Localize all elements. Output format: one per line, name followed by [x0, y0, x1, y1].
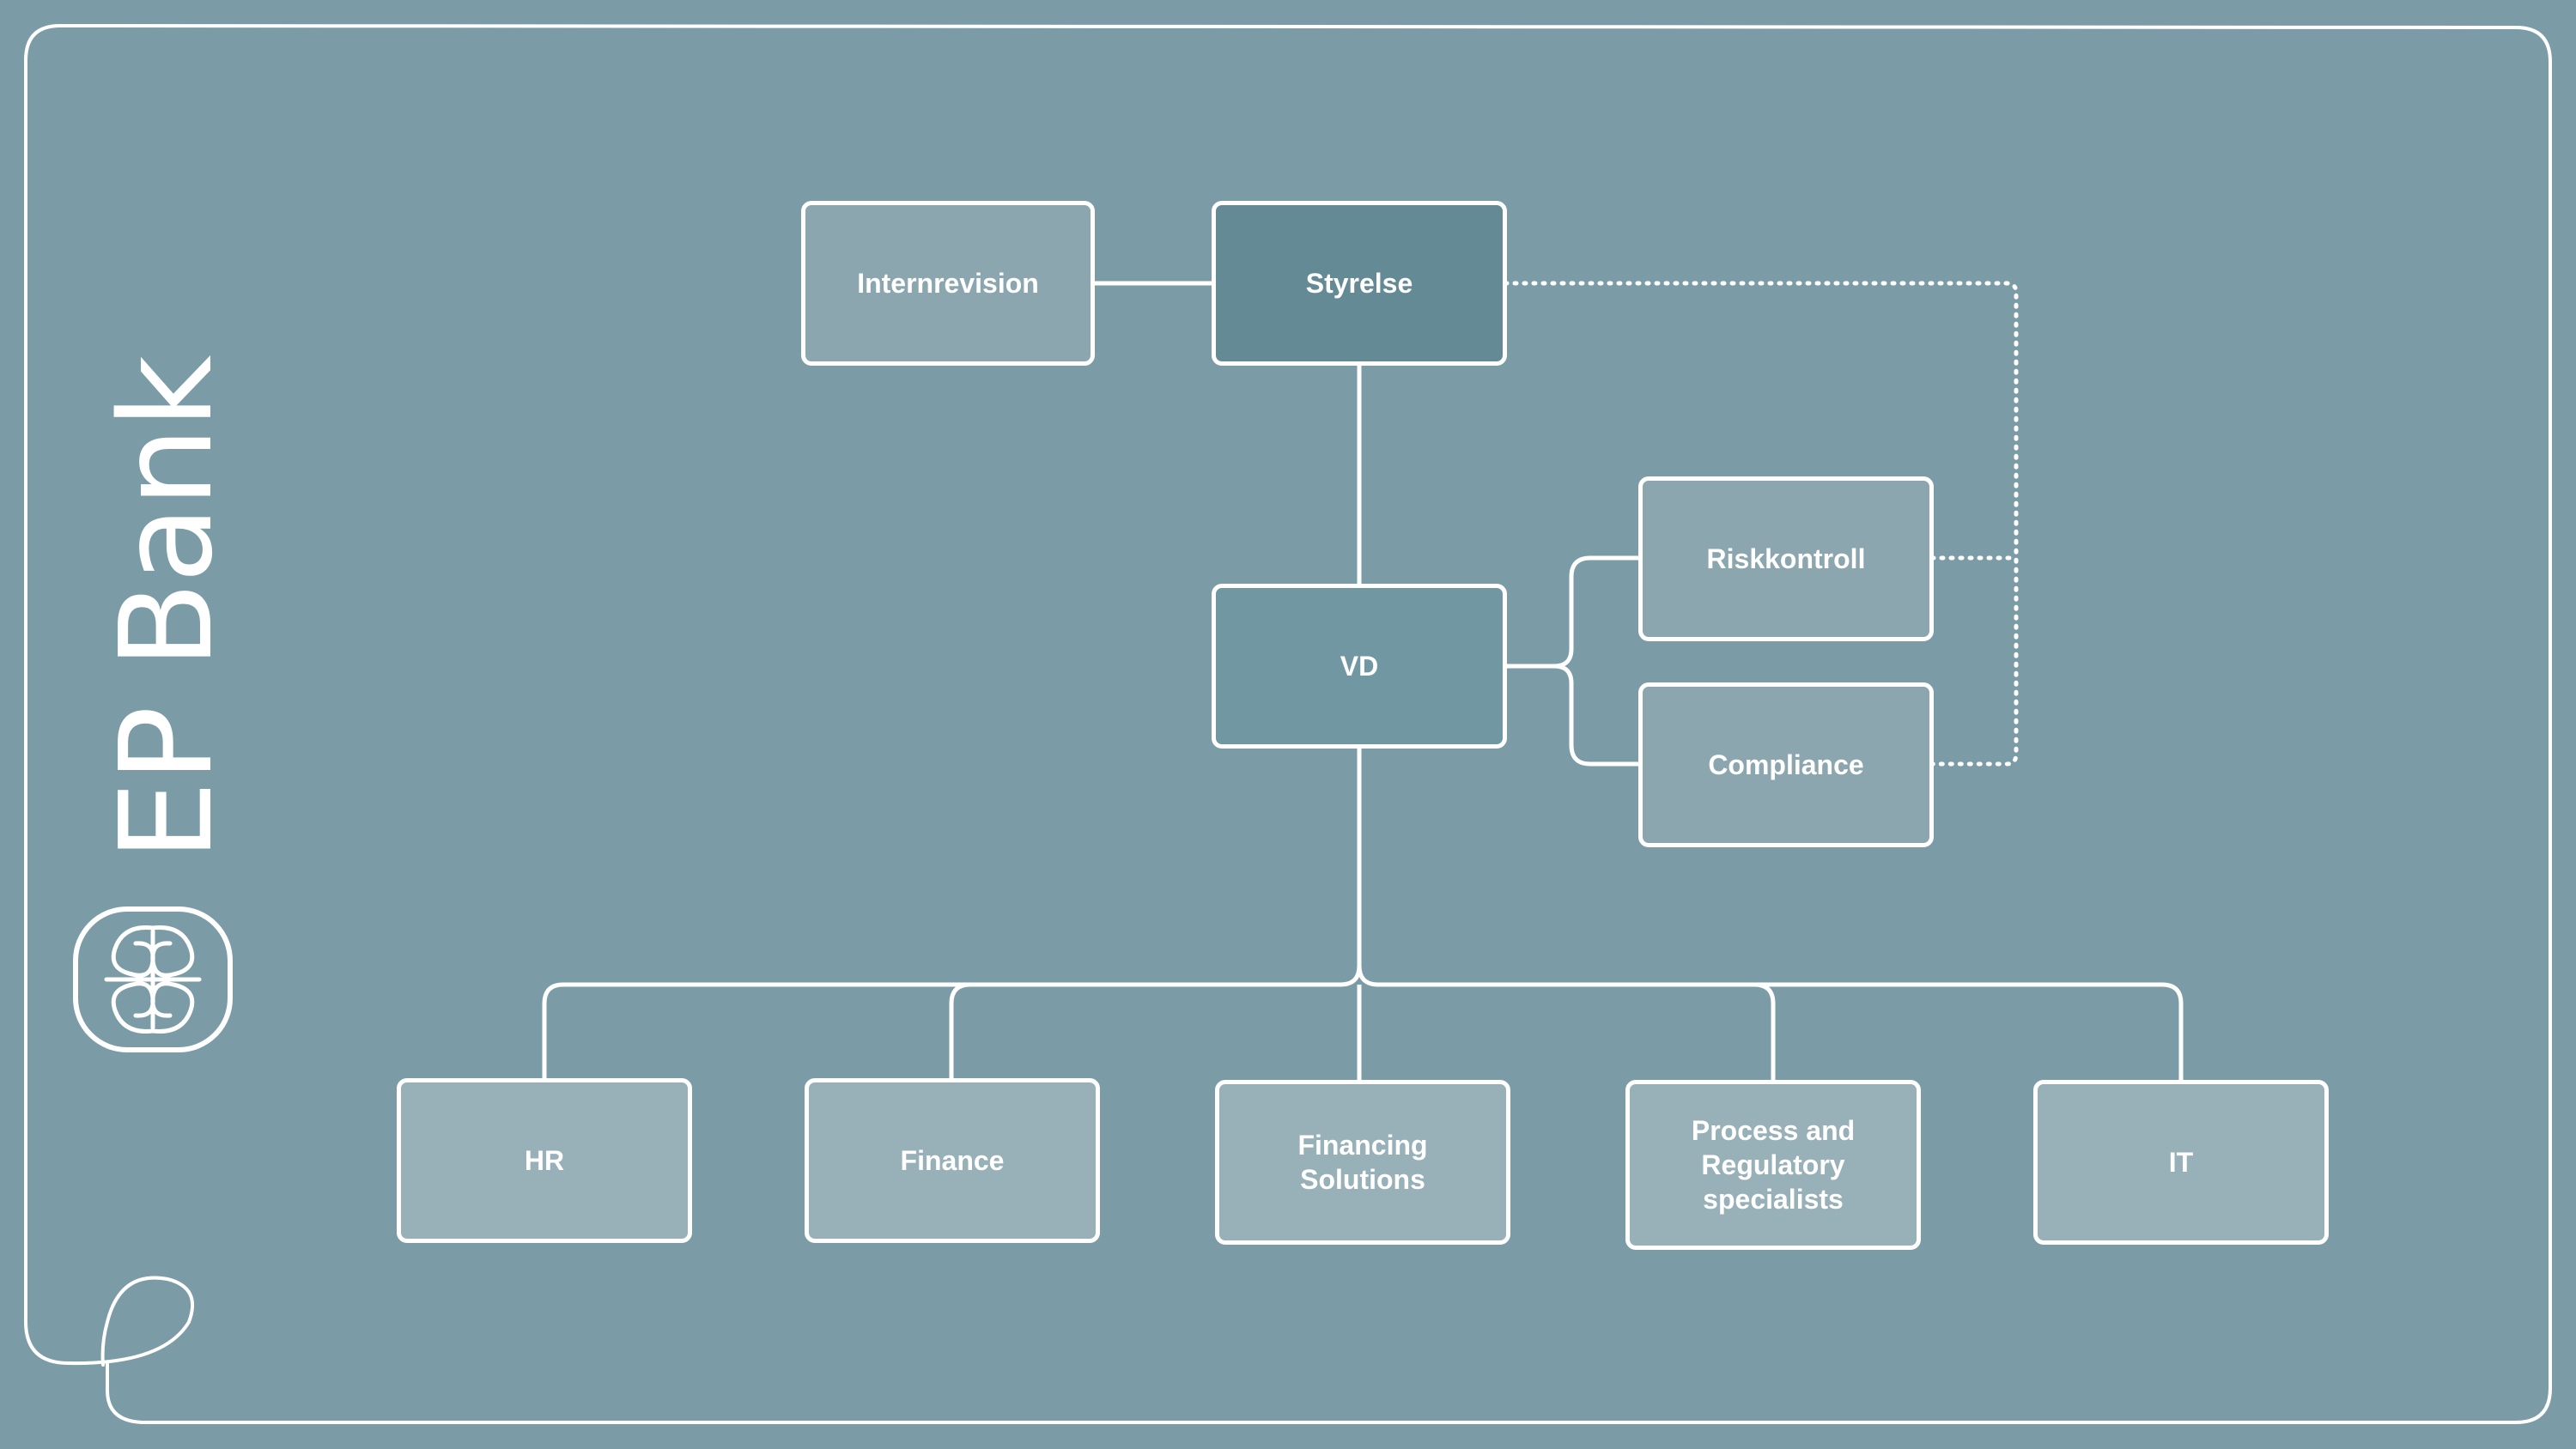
node-compliance-label: Compliance: [1708, 749, 1864, 780]
node-financing-solutions-label-1: Financing: [1297, 1130, 1428, 1161]
node-process-regulatory-label-2: Regulatory: [1701, 1149, 1845, 1180]
node-financing-solutions[interactable]: Financing Solutions: [1215, 1080, 1510, 1245]
connector-vd-departments: [542, 747, 2184, 1082]
node-riskkontroll-label: Riskkontroll: [1706, 543, 1866, 574]
node-riskkontroll[interactable]: Riskkontroll: [1638, 476, 1934, 641]
node-vd-label: VD: [1340, 651, 1379, 682]
node-finance-label: Finance: [900, 1145, 1005, 1176]
brand-logo-icon: [73, 906, 233, 1052]
node-it[interactable]: IT: [2033, 1080, 2329, 1245]
node-finance[interactable]: Finance: [805, 1078, 1100, 1243]
node-internrevision-label: Internrevision: [857, 268, 1039, 299]
node-financing-solutions-label-2: Solutions: [1300, 1164, 1425, 1195]
node-process-regulatory-label-3: specialists: [1703, 1184, 1844, 1215]
node-process-regulatory-label-1: Process and: [1691, 1115, 1856, 1146]
node-hr[interactable]: HR: [397, 1078, 692, 1243]
node-hr-label: HR: [524, 1145, 565, 1176]
node-vd[interactable]: VD: [1212, 584, 1507, 749]
connector-vd-risk-compliance: [1505, 555, 1640, 767]
node-it-label: IT: [2168, 1147, 2194, 1178]
frame-border: [24, 24, 2552, 1424]
dotted-reporting-line: [1503, 281, 2019, 767]
node-process-regulatory[interactable]: Process and Regulatory specialists: [1625, 1080, 1921, 1250]
node-compliance[interactable]: Compliance: [1638, 682, 1934, 847]
node-internrevision[interactable]: Internrevision: [801, 201, 1095, 366]
brand-wordmark: EP Bank: [93, 356, 240, 861]
node-styrelse[interactable]: Styrelse: [1212, 201, 1507, 366]
node-styrelse-label: Styrelse: [1305, 268, 1413, 299]
